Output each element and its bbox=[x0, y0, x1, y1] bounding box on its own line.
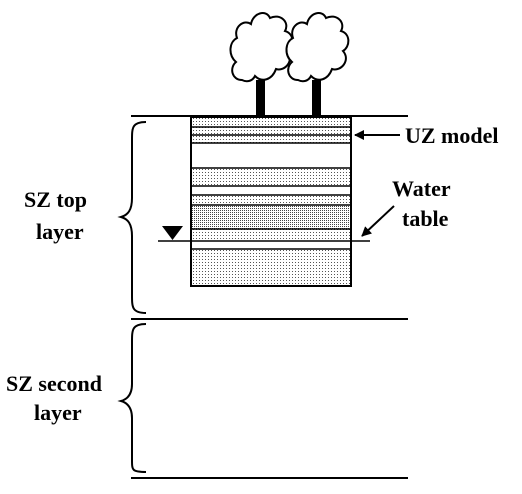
sz-top-label-line2: layer bbox=[36, 219, 84, 244]
tree-icon bbox=[229, 12, 294, 116]
water-table-label-line1: Water bbox=[392, 176, 451, 201]
sz-second-label-line2: layer bbox=[34, 400, 82, 425]
water-table-label-line2: table bbox=[402, 206, 449, 231]
sz-second-label-line1: SZ second bbox=[6, 371, 102, 396]
sz-top-brace bbox=[117, 121, 147, 314]
sz-second-brace bbox=[117, 323, 147, 473]
arrow-icon bbox=[361, 205, 395, 237]
uz-model-label: UZ model bbox=[405, 123, 499, 148]
uz-soil-column bbox=[190, 116, 352, 287]
sz-top-label-line1: SZ top bbox=[24, 187, 87, 212]
water-table-triangle-icon bbox=[162, 226, 183, 240]
tree-icon bbox=[285, 12, 350, 116]
